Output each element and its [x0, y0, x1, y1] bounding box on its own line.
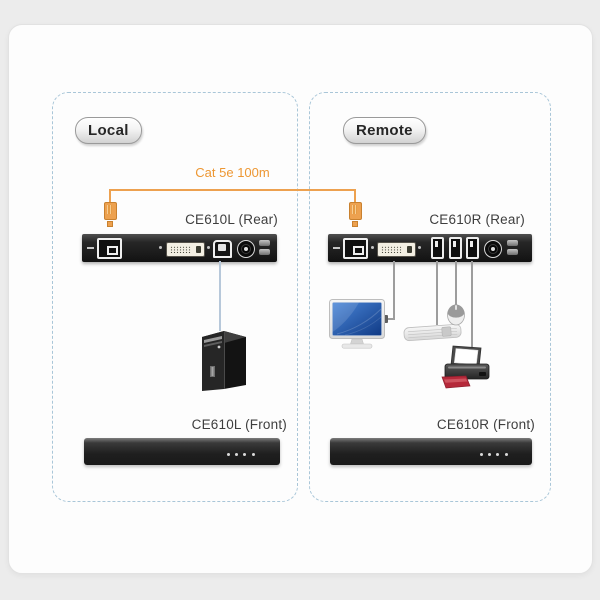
- led-indicator: [252, 453, 255, 456]
- rj45-port-icon: [343, 238, 368, 259]
- screw-icon: [418, 246, 421, 249]
- local-rear-label: CE610L (Rear): [185, 212, 278, 227]
- monitor-icon: [329, 299, 387, 354]
- dvi-port-icon: [377, 242, 416, 257]
- mouse-icon: [445, 300, 467, 331]
- rj45-plug-tip-icon: [107, 221, 113, 227]
- remote-front-unit: [330, 438, 532, 465]
- rj45-port-icon: [97, 238, 122, 259]
- usb-a-port-icon: [449, 237, 462, 259]
- monitor-cable-line: [393, 261, 395, 320]
- rj45-plug-tip-icon: [352, 221, 358, 227]
- led-indicator: [227, 453, 230, 456]
- led-indicator: [488, 453, 491, 456]
- keyboard-cable-line: [436, 261, 438, 325]
- local-badge: Local: [75, 117, 142, 144]
- led-indicator: [505, 453, 508, 456]
- screw-icon: [159, 246, 162, 249]
- local-rear-unit: [82, 234, 277, 262]
- led-indicator: [235, 453, 238, 456]
- cat5e-cable-line: [109, 189, 356, 191]
- diagram-card: [8, 24, 593, 574]
- printer-icon: [441, 344, 495, 397]
- cable-length-label: Cat 5e 100m: [195, 165, 270, 180]
- dc-jack-icon: [237, 240, 255, 258]
- dash-port-icon: [333, 247, 340, 249]
- rj45-plug-icon: [104, 202, 117, 220]
- remote-panel: [309, 92, 551, 502]
- dvi-port-icon: [166, 242, 205, 257]
- led-indicator: [243, 453, 246, 456]
- usb-a-port-icon: [466, 237, 479, 259]
- screw-icon: [371, 246, 374, 249]
- printer-cable-line: [471, 261, 473, 350]
- led-indicator: [480, 453, 483, 456]
- dash-port-icon: [87, 247, 94, 249]
- local-panel: [52, 92, 298, 502]
- screw-icon: [207, 246, 210, 249]
- local-front-unit: [84, 438, 280, 465]
- mouse-cable-line: [455, 261, 457, 305]
- remote-rear-label: CE610R (Rear): [429, 212, 525, 227]
- rj45-plug-icon: [349, 202, 362, 220]
- local-badge-label: Local: [88, 122, 129, 139]
- cat5e-cable-drop-right: [354, 189, 356, 203]
- usb-a-port-icon: [431, 237, 444, 259]
- led-indicator: [496, 453, 499, 456]
- grounding-terminal-icon: [259, 240, 270, 255]
- usb-b-port-icon: [213, 240, 232, 258]
- remote-rear-unit: [328, 234, 532, 262]
- remote-badge: Remote: [343, 117, 426, 144]
- remote-front-label: CE610R (Front): [436, 417, 535, 432]
- pc-cable-line: [219, 261, 221, 331]
- monitor-cable-line: [386, 318, 395, 320]
- remote-badge-label: Remote: [356, 122, 413, 139]
- computer-tower-icon: [194, 328, 252, 397]
- grounding-terminal-icon: [507, 240, 518, 255]
- local-front-label: CE610L (Front): [191, 417, 287, 432]
- dc-jack-icon: [484, 240, 502, 258]
- keyboard-icon: [402, 318, 464, 351]
- cat5e-cable-drop-left: [109, 189, 111, 203]
